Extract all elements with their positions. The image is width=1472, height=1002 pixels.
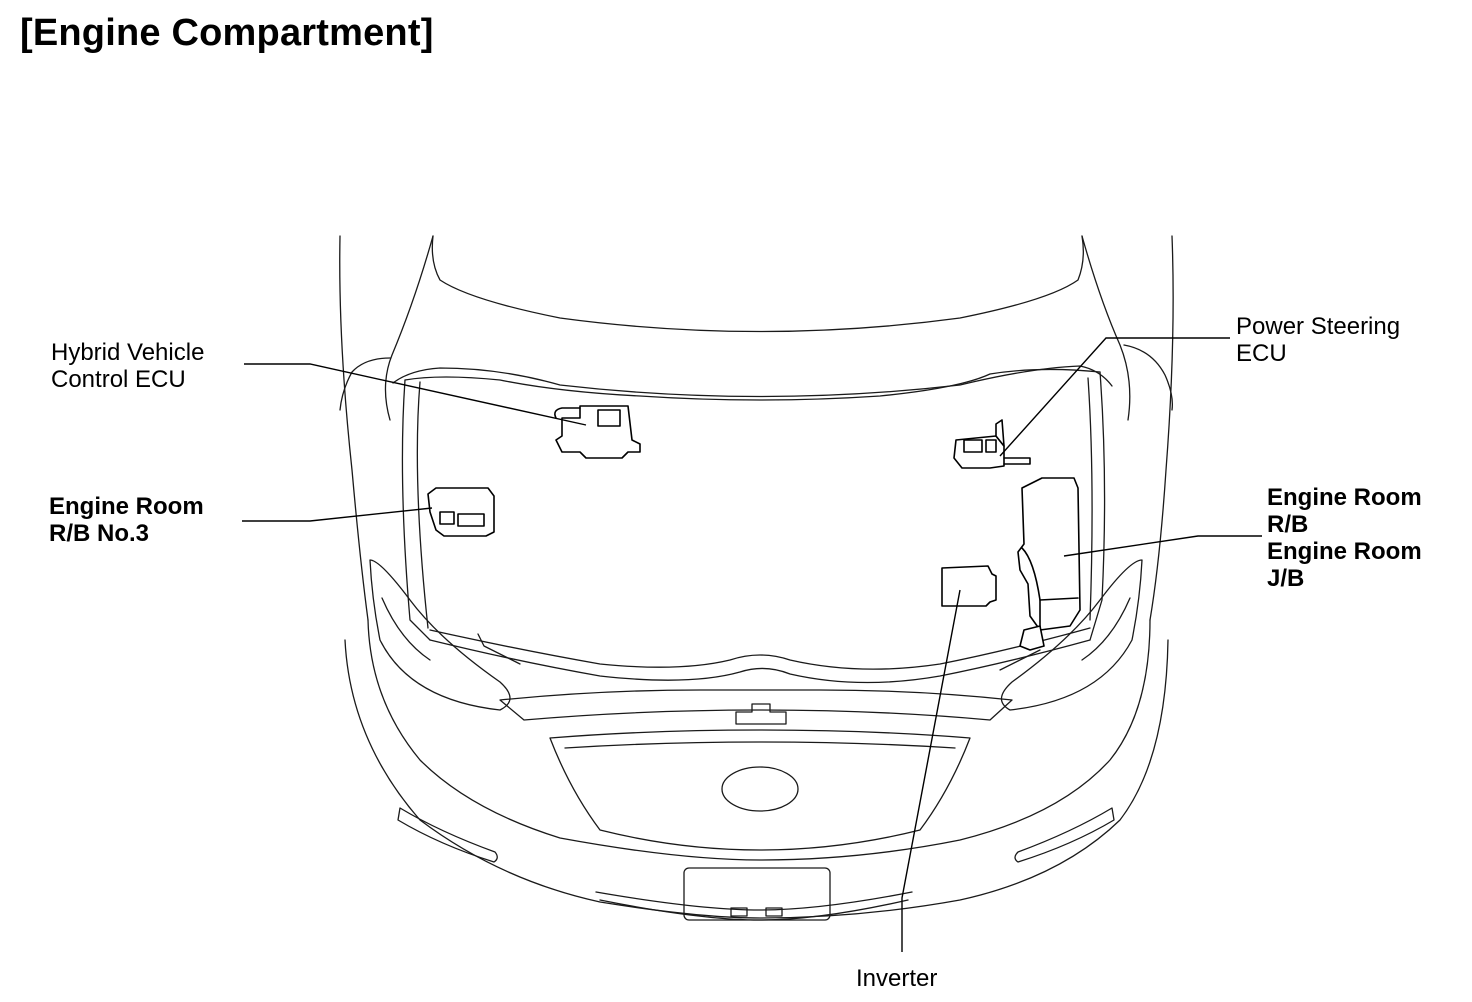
label-line: J/B: [1267, 565, 1305, 592]
label-line: Engine Room: [1267, 538, 1422, 565]
label-line: R/B: [1267, 511, 1309, 538]
page-title: [Engine Compartment]: [20, 12, 434, 54]
leader-inverter: [901, 589, 961, 952]
label-line: ECU: [1236, 340, 1287, 367]
label-line: R/B No.3: [49, 520, 150, 547]
leader-lines: [242, 337, 1262, 952]
label-engine-room-rb-jb: Engine Room R/B Engine Room J/B: [1267, 484, 1422, 592]
inverter: [941, 565, 997, 607]
label-hybrid-vehicle-control-ecu: Hybrid Vehicle Control ECU: [51, 339, 204, 393]
label-engine-room-rb-no3: Engine Room R/B No.3: [49, 493, 204, 547]
power-steering-ecu: [953, 419, 1031, 469]
label-line: Hybrid Vehicle: [51, 339, 205, 366]
label-power-steering-ecu: Power Steering ECU: [1236, 313, 1400, 367]
label-line: Engine Room: [1267, 484, 1422, 511]
label-line: Control ECU: [51, 366, 186, 393]
car-outline: [339, 235, 1174, 921]
engine-room-rb-no3: [427, 487, 495, 537]
leader-engine-room-rb-jb: [1063, 535, 1262, 557]
label-inverter: Inverter: [856, 965, 938, 992]
hybrid-vehicle-control-ecu: [554, 405, 641, 459]
label-line: Power Steering: [1236, 313, 1401, 340]
leader-hybrid-ecu: [244, 363, 587, 426]
leader-engine-room-rb3: [242, 507, 433, 522]
engine-room-rb-jb: [1017, 477, 1081, 651]
label-line: Engine Room: [49, 493, 204, 520]
leader-power-steering-ecu: [999, 337, 1230, 457]
